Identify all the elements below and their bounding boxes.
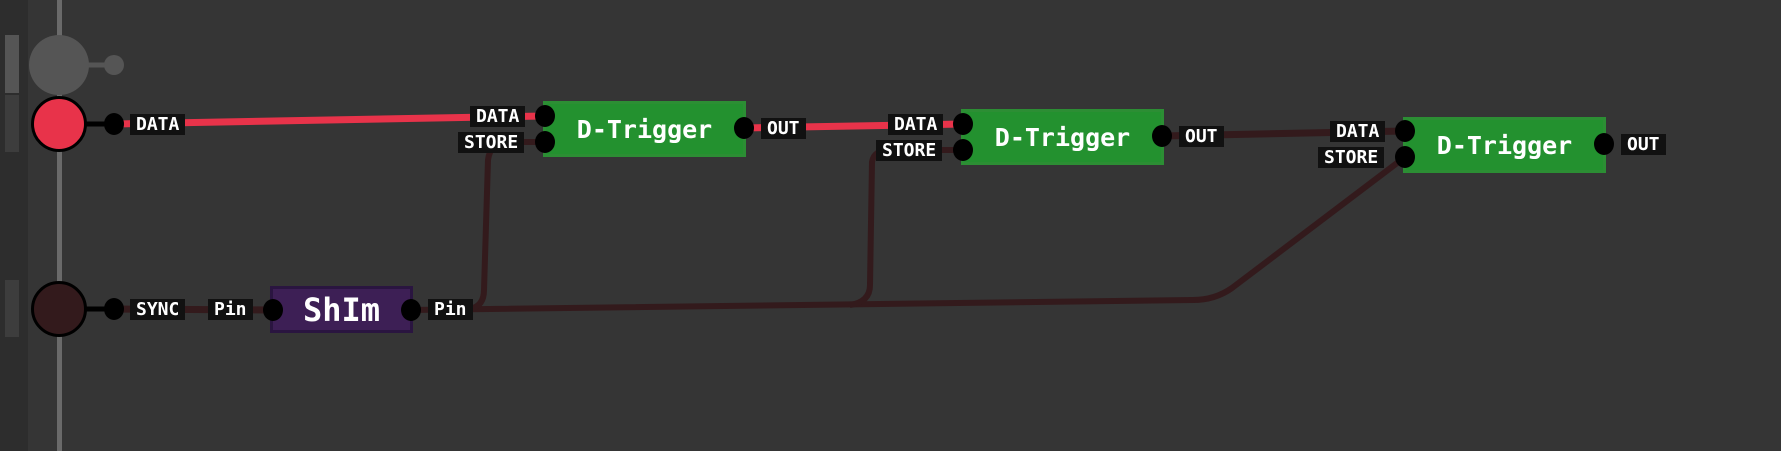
dt1-data-port[interactable]: [535, 105, 555, 127]
dt3-store-label: STORE: [1318, 147, 1385, 168]
dt1-data-label: DATA: [470, 106, 526, 127]
pin-handle[interactable]: [5, 95, 19, 152]
d-trigger-node-2[interactable]: D-Trigger: [961, 109, 1164, 165]
data-input-label: DATA: [130, 114, 186, 135]
dt2-title: D-Trigger: [994, 122, 1131, 152]
shim-input-label: Pin: [208, 299, 253, 320]
dt3-data-port[interactable]: [1395, 120, 1415, 142]
dt3-data-label: DATA: [1330, 121, 1386, 142]
d-trigger-node-3[interactable]: D-Trigger: [1403, 117, 1606, 173]
dt1-out-port[interactable]: [734, 117, 754, 139]
pin-handle[interactable]: [5, 280, 19, 337]
data-input-toggle[interactable]: [31, 96, 87, 152]
shim-title: ShIm: [302, 290, 381, 329]
inactive-input-circle: [29, 35, 89, 95]
shim-input-port[interactable]: [263, 299, 283, 321]
dt3-title: D-Trigger: [1436, 130, 1573, 160]
shim-output-port[interactable]: [401, 299, 421, 321]
input-rail: [57, 0, 62, 451]
sync-input-port[interactable]: [104, 298, 124, 320]
shim-output-label: Pin: [428, 299, 473, 320]
wire-shim-bus: [410, 154, 1407, 313]
shim-node[interactable]: ShIm: [270, 286, 413, 333]
dt2-data-label: DATA: [888, 114, 944, 135]
d-trigger-node-1[interactable]: D-Trigger: [543, 101, 746, 157]
wire-bus-to-dt2-store: [849, 147, 963, 308]
dt3-out-label: OUT: [1621, 134, 1666, 155]
dt3-store-port[interactable]: [1395, 146, 1415, 168]
dt1-title: D-Trigger: [576, 114, 713, 144]
dt2-out-label: OUT: [1179, 126, 1224, 147]
inactive-port: [104, 55, 124, 75]
data-input-port[interactable]: [104, 113, 124, 135]
dt2-out-port[interactable]: [1152, 125, 1172, 147]
sync-input-toggle[interactable]: [31, 281, 87, 337]
dt1-store-port[interactable]: [535, 131, 555, 153]
dt3-out-port[interactable]: [1594, 133, 1614, 155]
dt1-out-label: OUT: [761, 118, 806, 139]
dt1-store-label: STORE: [458, 132, 525, 153]
pin-handle[interactable]: [5, 35, 19, 93]
dt2-store-port[interactable]: [953, 139, 973, 161]
dt2-data-port[interactable]: [953, 113, 973, 135]
wire-bus-to-dt1-store: [469, 139, 545, 312]
dt2-store-label: STORE: [876, 140, 943, 161]
sync-input-label: SYNC: [130, 299, 186, 320]
